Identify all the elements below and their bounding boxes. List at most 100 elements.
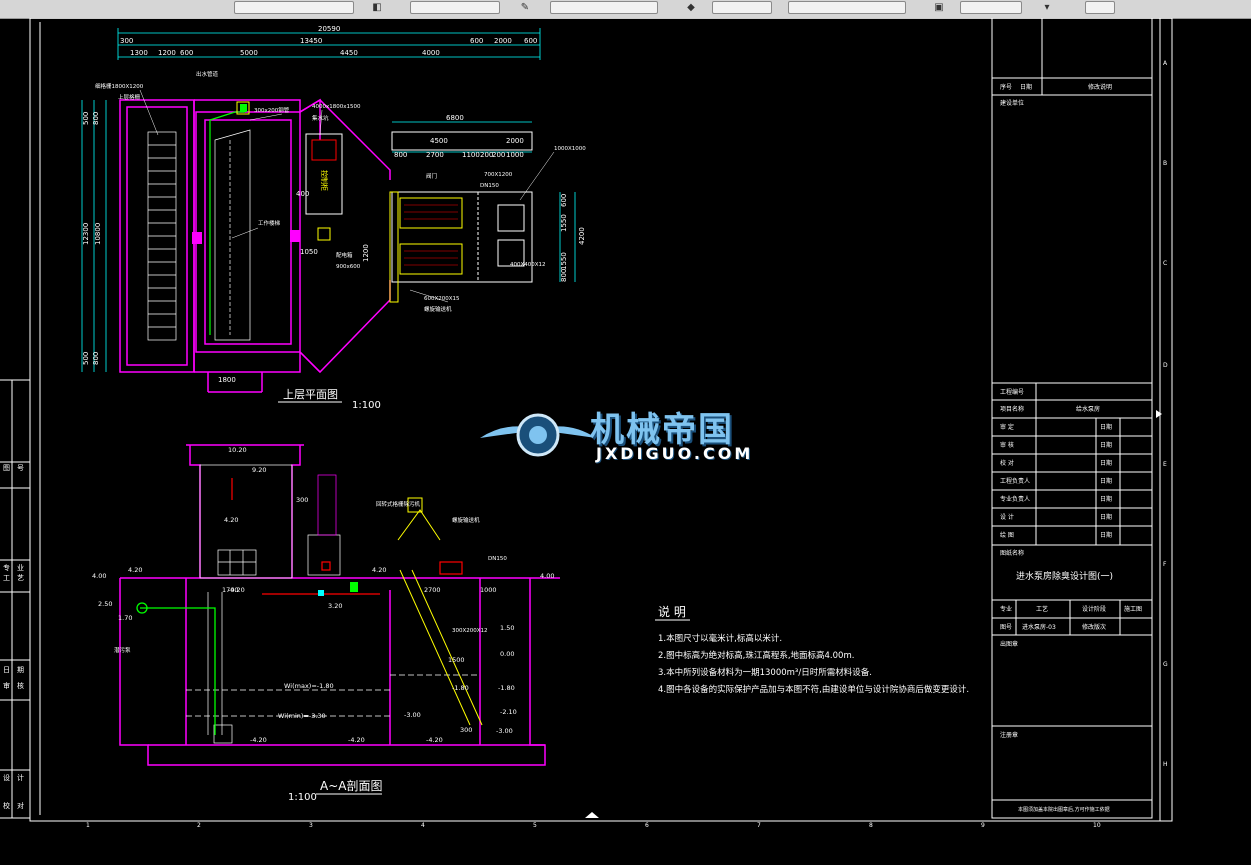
dim: 12300: [82, 223, 90, 245]
elevation: 4.20: [128, 566, 142, 574]
elevation: -4.20: [228, 586, 245, 594]
dim: 800: [394, 151, 407, 159]
elevation: 1700: [222, 586, 239, 594]
bottom-tick-label: 8: [869, 822, 873, 829]
drawing-frame: [0, 18, 1173, 822]
elevation: 2.50: [98, 600, 112, 608]
dim: 4500: [430, 137, 448, 145]
dim: 13450: [300, 37, 322, 45]
dim: 1550: [560, 252, 568, 270]
color-icon[interactable]: ◆: [687, 2, 695, 13]
dim: 600: [180, 49, 193, 57]
elevation: 4.20: [224, 516, 238, 524]
dim: 600: [524, 37, 537, 45]
left-strip-label: 设: [3, 773, 10, 782]
dim: 800: [560, 269, 568, 282]
tb-sign-role: 绘 图: [1000, 531, 1014, 539]
tb-sign-role: 校 对: [1000, 459, 1014, 467]
plan-view-title: 上层平面图: [283, 388, 338, 401]
dim: 5000: [240, 49, 258, 57]
plan-label: 配电箱: [336, 251, 353, 259]
left-strip-label: 号: [17, 464, 24, 472]
section-view-title: A~A剖面图: [320, 779, 382, 793]
left-strip-label: 业: [17, 563, 24, 572]
dim: 300: [120, 37, 133, 45]
right-tick-label: A: [1163, 60, 1168, 67]
left-strip-label: 工: [3, 574, 10, 582]
section-label: 螺旋输送机: [452, 516, 480, 524]
plan-label: 900x600: [336, 264, 361, 270]
tb-stamp: 出图章: [1000, 640, 1018, 648]
dim: 600: [560, 194, 568, 207]
tb-spec: 施工图: [1124, 605, 1142, 613]
tb-num: 图号: [1000, 624, 1012, 631]
note-item: 2.图中标高为绝对标高,珠江高程系,地面标高4.00m.: [658, 650, 854, 661]
tb-spec: 设计阶段: [1082, 605, 1106, 613]
elevation: -1.80: [498, 684, 515, 692]
tb-num: 修改版次: [1082, 623, 1106, 631]
section-label: 回转式格栅除污机: [376, 500, 421, 508]
color-dropdown[interactable]: [410, 1, 500, 14]
elevation: -2.10: [500, 708, 517, 716]
tb-sign-role: 审 定: [1000, 423, 1014, 431]
tb-project-no: 工程编号: [1000, 388, 1024, 396]
elevation: -4.20: [348, 736, 365, 744]
elevation: -4.20: [250, 736, 267, 744]
elevation: 300: [460, 726, 472, 734]
dropdown-arrow-icon[interactable]: ▾: [1044, 2, 1050, 13]
bottom-tick-label: 10: [1093, 822, 1101, 829]
linetype-dropdown[interactable]: [550, 1, 658, 14]
elevation: -1.80: [452, 684, 469, 692]
title-block-text: 序号 日期 修改说明 建设单位 工程编号 项目名称 给水泵房 审 定 日期 审 …: [1000, 83, 1142, 813]
bottom-tick-label: 7: [757, 822, 761, 829]
plan-label: 工作楼梯: [258, 219, 281, 227]
dim: 1000: [506, 151, 524, 159]
plan-label: 600X200X15: [424, 296, 460, 302]
tb-footer: 本图须加盖本院出图章后,方可作施工依据: [1018, 806, 1110, 813]
left-strip-label: 日: [3, 666, 10, 674]
tb-sign-role: 工程负责人: [1000, 477, 1030, 485]
note-item: 4.图中各设备的实际保护产品加与本图不符,由建设单位与设计院协商后做变更设计.: [658, 684, 969, 695]
plotstyle-dropdown[interactable]: [788, 1, 906, 14]
dim-overall: 20590: [318, 25, 340, 33]
style-dropdown[interactable]: [960, 1, 1022, 14]
lineweight-dropdown[interactable]: [712, 1, 772, 14]
water-level-high: Wi(max)=-1.80: [284, 682, 334, 690]
plan-label: 细格栅1800X1200: [95, 82, 144, 90]
left-strip-label: 对: [17, 801, 24, 810]
plan-label: 1000X1000: [554, 146, 586, 152]
plan-label: 阀门: [426, 172, 437, 180]
dim: 500: [82, 352, 90, 365]
left-strip-label: 期: [17, 666, 24, 674]
right-tick-label: B: [1163, 160, 1167, 167]
section-view: 10.20 9.20 4.20 4.00 2.50 1.70 -4.20 3.2…: [92, 444, 560, 803]
plot-icon[interactable]: ▣: [934, 2, 944, 13]
plan-view: 20590 300 13450 600 2000 600 1300 1200 6…: [81, 25, 586, 411]
elevation: 4.00: [92, 572, 106, 580]
dim: 1800: [218, 376, 236, 384]
dim: 800: [92, 352, 100, 365]
watermark-en: JXDIGUO.COM: [596, 444, 754, 463]
tb-drawing-name-label: 图纸名称: [1000, 549, 1024, 557]
elevation: 4.00: [540, 572, 554, 580]
left-strip-label: 校: [3, 801, 10, 810]
cad-drawing-canvas[interactable]: 图 号 专 业 工 艺 日 期 审 核 设 计 校 对 1 2 3 4 5 6 …: [0, 18, 1251, 865]
misc-dropdown[interactable]: [1085, 1, 1115, 14]
left-strip-label: 图: [3, 464, 10, 472]
right-tick-label: D: [1163, 362, 1168, 369]
pen-icon[interactable]: ✎: [520, 2, 530, 13]
elevation: 1.50: [500, 624, 514, 632]
tb-project-name: 给水泵房: [1076, 405, 1100, 413]
layer-dropdown[interactable]: [234, 1, 354, 14]
plan-label: 400X400X12: [510, 262, 546, 268]
elevation: 10.20: [228, 446, 247, 454]
plan-view-scale: 1:100: [352, 400, 381, 411]
layer-icon[interactable]: ◧: [372, 2, 382, 13]
elevation: -4.20: [426, 736, 443, 744]
dim: 1200: [158, 49, 176, 57]
right-tick-label: E: [1163, 461, 1167, 468]
plan-label: 集水坑: [312, 114, 329, 122]
watermark-cn: 机械帝国: [590, 410, 734, 450]
dim: 4000: [422, 49, 440, 57]
notes-heading: 说 明: [658, 604, 686, 619]
